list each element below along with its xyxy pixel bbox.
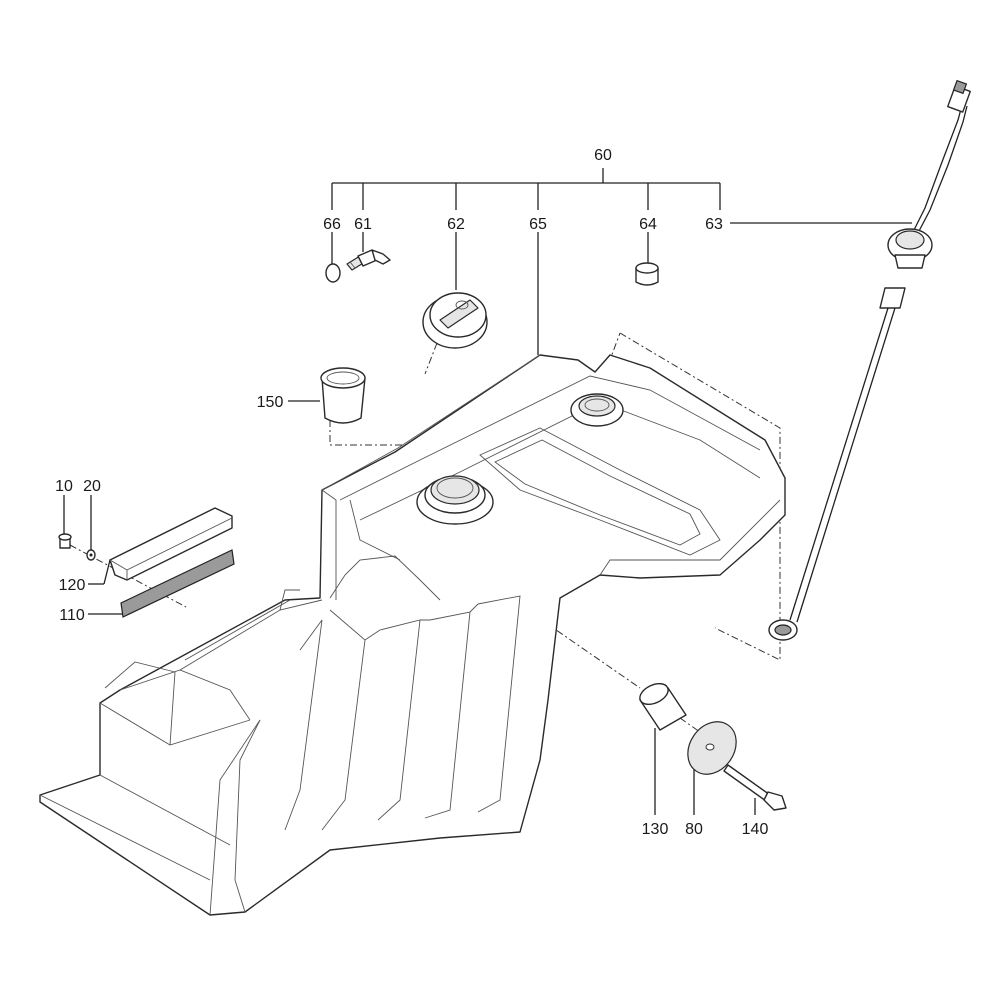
- callout-65: 65: [529, 216, 547, 233]
- plug-64: [635, 262, 659, 286]
- callout-110: 110: [59, 607, 85, 624]
- callout-61: 61: [354, 216, 372, 233]
- assembly-60-bracket: [331, 168, 721, 210]
- callout-10: 10: [55, 478, 73, 495]
- o-ring-66: [325, 263, 341, 283]
- level-sender-63: [768, 79, 971, 641]
- bracket-120: [109, 507, 233, 581]
- fuel-tank: [39, 354, 786, 916]
- callout-62: 62: [447, 216, 465, 233]
- tank-gauge-port: [570, 393, 624, 427]
- callout-60: 60: [594, 147, 612, 164]
- fitting-61: [346, 249, 391, 271]
- callout-120: 120: [59, 577, 86, 594]
- callout-labels: 60 66 61 62 65 64 63 150 10 20 120 110 1…: [55, 147, 768, 838]
- callout-130: 130: [642, 821, 669, 838]
- tank-filler-neck: [416, 475, 494, 525]
- screw-10: [58, 533, 72, 549]
- callout-64: 64: [639, 216, 657, 233]
- pad-110: [120, 549, 235, 618]
- leader-lines: [63, 222, 912, 815]
- callout-150: 150: [257, 394, 284, 411]
- callout-20: 20: [83, 478, 101, 495]
- bushing-130: [639, 682, 687, 731]
- callout-66: 66: [323, 216, 341, 233]
- filler-cap-62: [422, 292, 488, 349]
- sleeve-150: [320, 367, 366, 424]
- callout-63: 63: [705, 216, 723, 233]
- callout-140: 140: [742, 821, 769, 838]
- bolt-140: [723, 764, 787, 811]
- washer-20: [86, 549, 96, 561]
- callout-80: 80: [685, 821, 703, 838]
- washer-80: [687, 721, 737, 775]
